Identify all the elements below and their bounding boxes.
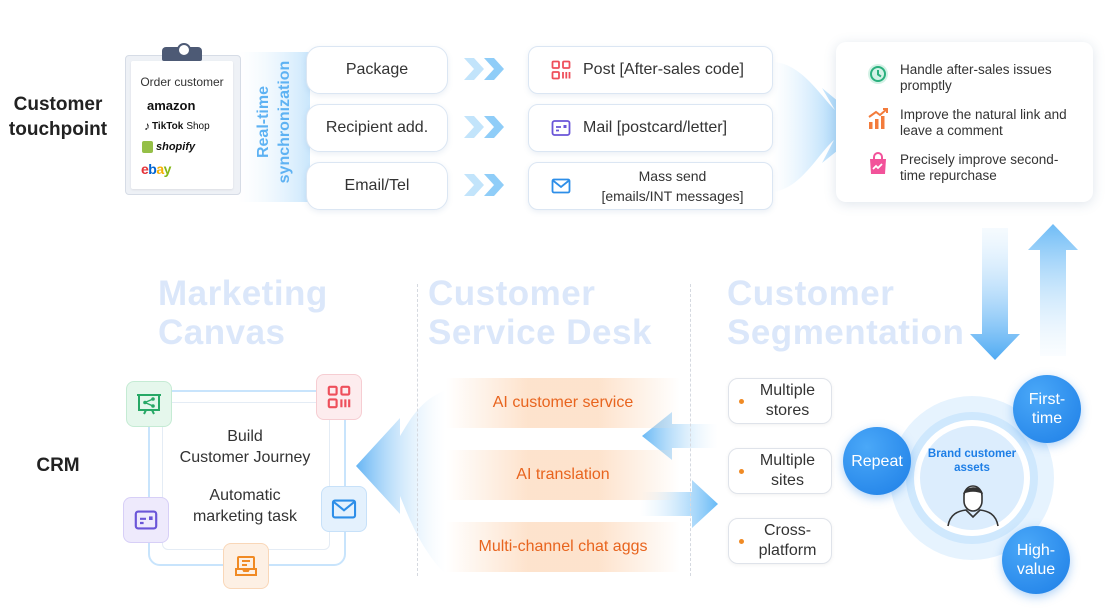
post-channel-label: Post [After-sales code]: [583, 61, 744, 78]
growth-chart-icon: [868, 108, 888, 129]
package-pill: Package: [306, 46, 448, 94]
marketing-canvas-inner: [162, 402, 330, 550]
assets-inner-disc: [920, 426, 1024, 530]
tiktok-shop-logo: ♪ TikTok Shop: [144, 119, 210, 133]
tiktok-note-icon: ♪: [144, 119, 150, 133]
amazon-logo: amazon: [147, 98, 196, 113]
chevron-right-icon: [464, 116, 484, 138]
share-board-icon-box: [126, 381, 172, 427]
ebay-logo: ebay: [141, 161, 171, 177]
canvas-arrow: [356, 390, 446, 575]
marketing-canvas-title: Marketing Canvas: [158, 274, 328, 352]
build-journey-label: Build Customer Journey: [179, 428, 311, 466]
card-icon-box: [123, 497, 169, 543]
section-divider: [417, 284, 418, 576]
shopping-bag-icon: [870, 152, 886, 174]
chevron-right-icon: [484, 58, 504, 80]
brand-assets-label: Brand customer assets: [927, 448, 1017, 474]
person-icon: [947, 485, 999, 527]
high-value-bubble: High- value: [1002, 526, 1070, 594]
bullet-dot: [739, 468, 744, 474]
realtime-sync-label: Real-time synchronization: [255, 60, 293, 184]
mass-send-channel-label: Mass send [emails/INT messages]: [601, 168, 744, 204]
inbox-icon: [235, 556, 257, 576]
post-icon: [551, 60, 571, 80]
segmentation-title: Customer Segmentation: [727, 274, 965, 352]
recipient-address-pill: Recipient add.: [306, 104, 448, 152]
bullet-dot: [739, 538, 744, 544]
order-customer-clipboard: Order customer amazon ♪ TikTok Shop shop…: [125, 43, 241, 195]
ai-customer-service-band: AI customer service: [446, 378, 680, 428]
clipboard-title: Order customer: [140, 75, 224, 89]
chevron-right-icon: [484, 174, 504, 196]
multi-channel-chat-band: Multi-channel chat aggs: [446, 522, 680, 572]
result-row: Handle after-sales issues promptly: [866, 62, 1080, 94]
card-icon: [134, 510, 158, 530]
segment-pill: Multiple stores: [728, 378, 832, 424]
email-icon-box: [321, 486, 367, 532]
mail-channel: Mail [postcard/letter]: [528, 104, 773, 152]
down-arrow: [970, 228, 1020, 360]
service-desk-title: Customer Service Desk: [428, 274, 652, 352]
grid-icon-box: [316, 374, 362, 420]
section-divider: [690, 284, 691, 576]
sync-band: [238, 52, 310, 202]
segment-pill: Cross- platform: [728, 518, 832, 564]
mail-icon: [551, 120, 571, 136]
chevron-right-icon: [464, 174, 484, 196]
ai-translation-band: AI translation: [446, 450, 680, 500]
chevron-arrows: [464, 58, 504, 196]
clock-icon: [868, 64, 888, 84]
results-card: Handle after-sales issues promptly Impro…: [836, 42, 1093, 202]
post-channel: Post [After-sales code]: [528, 46, 773, 94]
shopify-logo: shopify: [142, 141, 195, 153]
crm-label: CRM: [36, 455, 80, 476]
email-icon: [551, 178, 571, 194]
automatic-task-label: Automatic marketing task: [192, 487, 298, 525]
first-time-bubble: First- time: [1013, 375, 1081, 443]
repeat-bubble: Repeat: [843, 427, 911, 495]
envelope-icon: [331, 499, 357, 519]
bullet-dot: [739, 398, 744, 404]
merge-arrow: [772, 62, 868, 192]
shopify-bag-icon: [142, 141, 153, 153]
mail-channel-label: Mail [postcard/letter]: [583, 119, 728, 136]
customer-touchpoint-label: Customer touchpoint: [8, 94, 108, 140]
segment-pill: Multiple sites: [728, 448, 832, 494]
chevron-right-icon: [484, 116, 504, 138]
share-board-icon: [137, 394, 161, 415]
email-tel-pill: Email/Tel: [306, 162, 448, 210]
result-row: Improve the natural link and leave a com…: [866, 107, 1080, 139]
result-row: Precisely improve second-time repurchase: [866, 152, 1080, 184]
mass-send-channel: Mass send [emails/INT messages]: [528, 162, 773, 210]
grid-icon: [327, 385, 351, 409]
chevron-right-icon: [464, 58, 484, 80]
inbox-icon-box: [223, 543, 269, 589]
up-arrow: [1028, 224, 1078, 356]
